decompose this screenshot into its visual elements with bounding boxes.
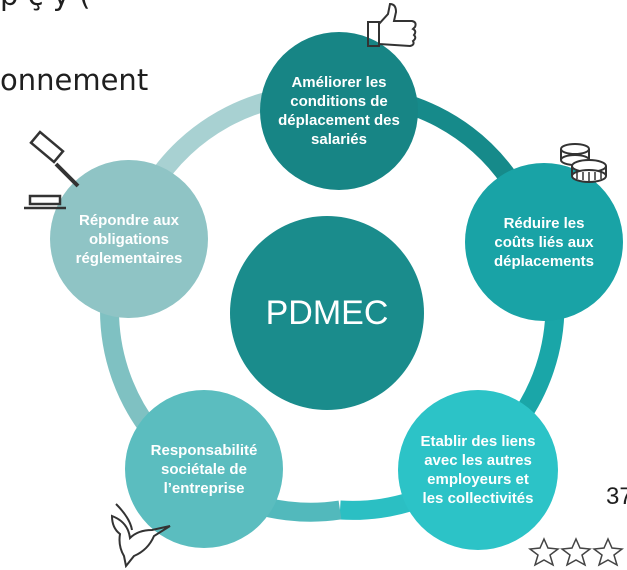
clipped-heading-fragment: p ç y ( bbox=[0, 0, 90, 12]
center-circle: PDMEC bbox=[230, 216, 424, 410]
coins-icon bbox=[560, 143, 607, 183]
gavel-icon bbox=[24, 130, 80, 210]
node-link-employers: Etablir des liens avec les autres employ… bbox=[398, 390, 558, 550]
thumbs-up-icon bbox=[367, 2, 417, 48]
node-csr: Responsabilité sociétale de l’entreprise bbox=[125, 390, 283, 548]
page-number: 37 bbox=[606, 483, 627, 510]
node-improve-travel: Améliorer les conditions de déplacement … bbox=[260, 32, 418, 190]
bird-icon bbox=[110, 503, 171, 568]
node-reduce-costs: Réduire les coûts liés aux déplacements bbox=[465, 163, 623, 321]
center-label: PDMEC bbox=[265, 293, 389, 332]
node-regulations: Répondre aux obligations réglementaires bbox=[50, 160, 208, 318]
stars-icon bbox=[528, 537, 624, 567]
slide-title-fragment: onnement bbox=[0, 63, 149, 97]
